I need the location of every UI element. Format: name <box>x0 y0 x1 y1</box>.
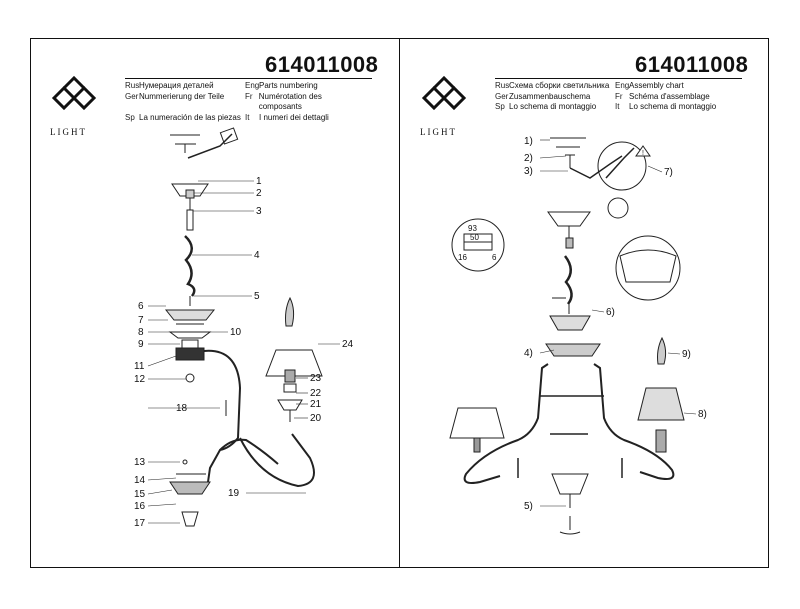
lang-code: Eng <box>245 81 260 90</box>
lang-title: Parts numbering <box>259 81 318 90</box>
callout-9: 9) <box>682 349 691 360</box>
callout-19: 19 <box>228 488 240 499</box>
lang-title: I numeri dei dettagli <box>259 112 329 122</box>
callout-18: 18 <box>176 403 188 414</box>
callout-13: 13 <box>134 457 146 468</box>
svg-text:!: ! <box>642 150 644 157</box>
assembly-diagram: ! <box>449 136 707 535</box>
lang-code: Sp <box>495 102 505 112</box>
detail-label-16: 16 <box>458 253 467 262</box>
zoom-detail-wire <box>597 141 647 191</box>
lang-code: Ger <box>125 91 139 101</box>
lang-code: Eng <box>615 81 630 90</box>
callout-2: 2) <box>524 153 533 164</box>
callout-6: 6) <box>606 307 615 318</box>
lang-code: Sp <box>125 112 135 122</box>
callout-4: 4 <box>254 250 260 261</box>
callout-16: 16 <box>134 501 146 512</box>
page-divider <box>399 38 400 568</box>
brand-name: LIGHT <box>50 127 87 137</box>
lang-title: Schéma d'assemblage <box>629 91 710 101</box>
callout-24: 24 <box>342 339 354 350</box>
lang-title: Nummerierung der Teile <box>139 91 225 101</box>
product-code: 614011008 <box>265 52 379 77</box>
detail-label-50: 50 <box>470 233 479 242</box>
callout-2: 2 <box>256 188 262 199</box>
callout-3: 3 <box>256 206 262 217</box>
callout-8: 8 <box>138 327 144 338</box>
ornament-part <box>184 235 196 297</box>
lang-code: Ger <box>495 91 509 101</box>
bowl-part <box>164 309 216 321</box>
callout-22: 22 <box>310 388 322 399</box>
callout-6: 6 <box>138 301 144 312</box>
callout-11: 11 <box>134 361 145 372</box>
detail-label-93: 93 <box>468 224 477 233</box>
callout-1: 1 <box>256 176 262 187</box>
zoom-detail-dimensions <box>451 218 505 272</box>
lang-title: Lo schema di montaggio <box>629 102 717 112</box>
callout-3: 3) <box>524 166 533 177</box>
brand-name: LIGHT <box>420 127 457 137</box>
callout-8: 8) <box>698 409 707 420</box>
callout-4: 4) <box>524 348 533 359</box>
callout-1: 1) <box>524 136 533 147</box>
lang-code: Rus <box>125 81 140 90</box>
callout-20: 20 <box>310 413 322 424</box>
callout-5: 5 <box>254 291 260 302</box>
lang-code: It <box>245 112 250 122</box>
lang-title: Lo schema di montaggio <box>509 102 597 112</box>
lang-code: Rus <box>495 81 510 90</box>
lang-title: Zusammenbauschema <box>509 91 591 101</box>
lang-title: Assembly chart <box>629 81 684 90</box>
lang-title: Numérotation des composants <box>258 91 322 112</box>
lang-title: La numeración de las piezas <box>139 112 241 122</box>
lang-title: Нумерация деталей <box>139 81 214 90</box>
lamp-shade-part <box>265 349 323 377</box>
callout-23: 23 <box>310 373 322 384</box>
lamp-shade-right <box>637 387 685 421</box>
header-rule <box>125 78 372 79</box>
detail-label-6: 6 <box>492 253 497 262</box>
callout-21: 21 <box>310 399 322 410</box>
canopy-part <box>171 183 209 197</box>
callout-7: 7) <box>664 167 673 178</box>
callout-7: 7 <box>138 315 144 326</box>
lang-title: Схема сборки светильника <box>509 81 610 90</box>
header-rule <box>495 78 742 79</box>
zoom-detail-canopy <box>615 235 681 301</box>
mw-light-logo-icon <box>421 75 467 111</box>
lang-code: It <box>615 102 620 112</box>
exploded-parts-diagram: 1 2 3 4 5 6 7 8 9 10 11 12 13 14 15 16 1… <box>134 127 354 529</box>
callout-17: 17 <box>134 518 146 529</box>
lang-code: Fr <box>615 91 623 101</box>
candle-bulb-part <box>285 296 295 327</box>
callout-15: 15 <box>134 489 146 500</box>
lang-code: Fr <box>245 91 253 101</box>
lamp-shade-left <box>449 407 505 439</box>
product-code: 614011008 <box>635 52 749 77</box>
mw-light-logo-icon <box>51 75 97 111</box>
callout-10: 10 <box>230 327 242 338</box>
callout-12: 12 <box>134 374 146 385</box>
callout-5: 5) <box>524 501 533 512</box>
callout-14: 14 <box>134 475 146 486</box>
callout-9: 9 <box>138 339 144 350</box>
